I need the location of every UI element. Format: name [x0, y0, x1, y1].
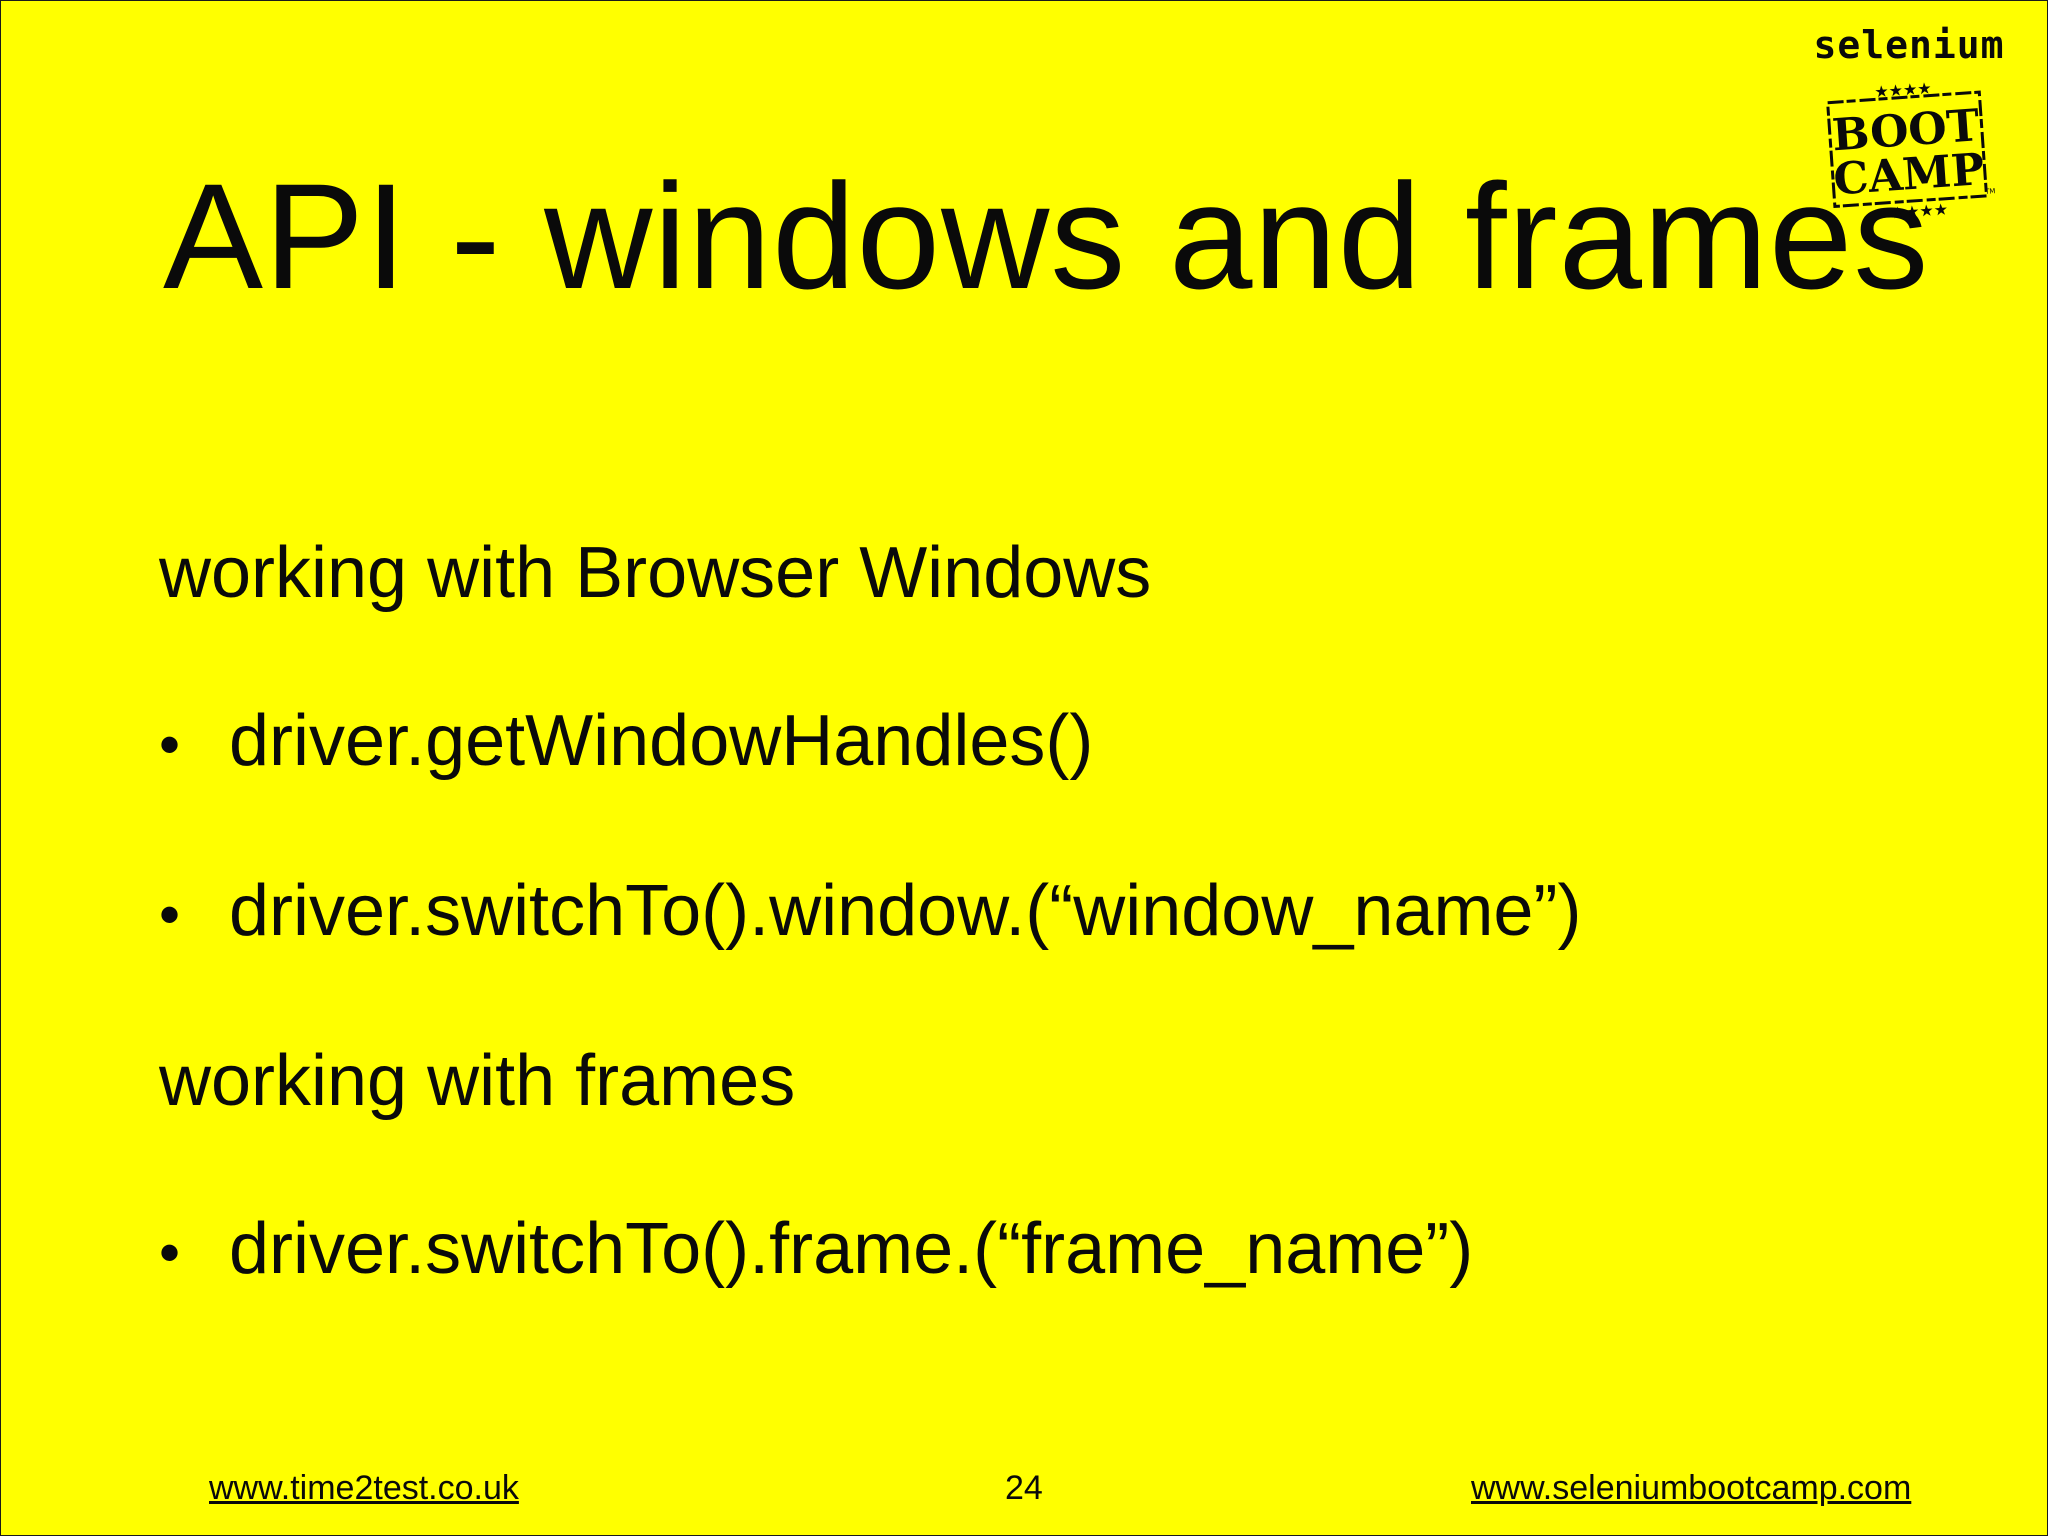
bullet-text: driver.getWindowHandles()	[229, 701, 1094, 781]
logo-boot-text: BOOT	[1830, 100, 1981, 161]
bullet-switch-frame: • driver.switchTo().frame.(“frame_name”)	[159, 1213, 1473, 1285]
logo-camp-text: CAMP	[1832, 144, 1986, 205]
section-heading-windows: working with Browser Windows	[159, 533, 1152, 613]
footer-link-time2test[interactable]: www.time2test.co.uk	[209, 1469, 519, 1507]
logo-tm-text: TM	[1984, 187, 1996, 196]
logo-stars-top: ★★★★	[1874, 78, 1933, 101]
bullet-switch-window: • driver.switchTo().window.(“window_name…	[159, 875, 1581, 947]
bullet-mark: •	[159, 881, 181, 948]
bullet-mark: •	[159, 1219, 181, 1286]
bullet-text: driver.switchTo().frame.(“frame_name”)	[229, 1209, 1474, 1289]
slide-title: API - windows and frames	[163, 152, 1930, 320]
footer-link-seleniumbootcamp[interactable]: www.seleniumbootcamp.com	[1471, 1469, 1912, 1507]
section-heading-frames: working with frames	[159, 1041, 796, 1121]
bullet-get-window-handles: • driver.getWindowHandles()	[159, 705, 1093, 777]
bullet-text: driver.switchTo().window.(“window_name”)	[229, 871, 1582, 951]
logo-stars-bottom: ★★★★	[1890, 200, 1949, 221]
page-number: 24	[1005, 1469, 1043, 1507]
bootcamp-stamp-icon: ★★★★ BOOT CAMP TM ★★★★	[1826, 78, 1996, 221]
selenium-bootcamp-logo: selenium ★★★★ BOOT CAMP TM ★★★★	[1799, 23, 2019, 223]
logo-wordmark: selenium	[1813, 23, 2005, 67]
bullet-mark: •	[159, 711, 181, 778]
